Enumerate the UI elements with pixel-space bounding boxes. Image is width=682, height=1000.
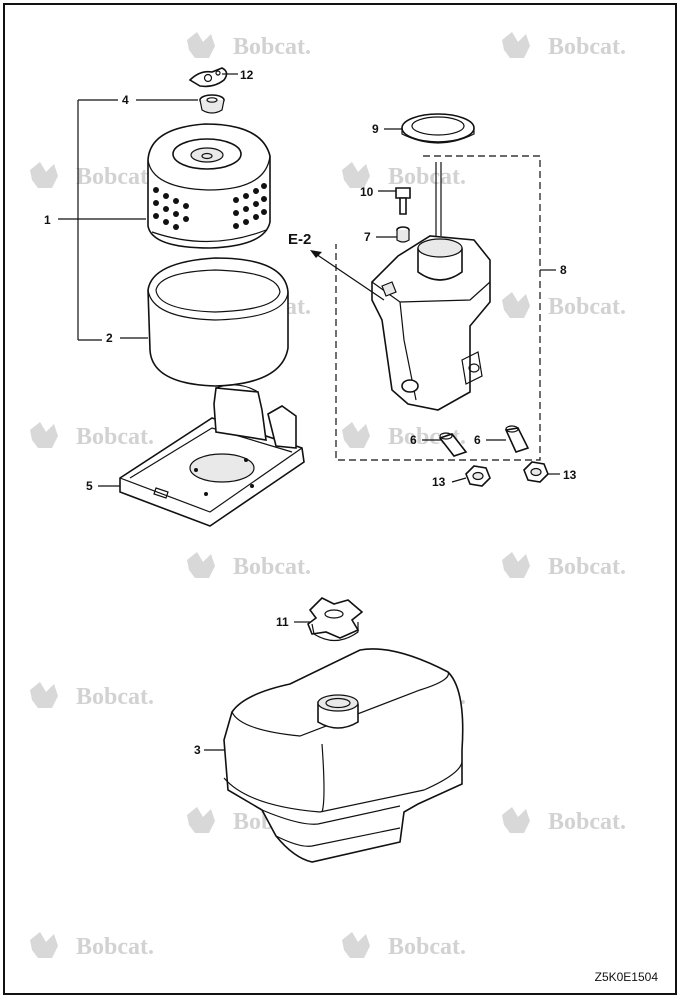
part-7-collar [396, 226, 410, 243]
part-5-base [119, 384, 305, 527]
callout-3: 3 [194, 743, 201, 757]
svg-text:Bobcat.: Bobcat. [548, 34, 626, 60]
svg-text:Bobcat.: Bobcat. [388, 934, 466, 960]
part-10-bolt [395, 187, 411, 215]
watermark: Bobcat. [30, 682, 154, 710]
watermark: Bobcat. [502, 32, 626, 60]
watermark: Bobcat. [502, 807, 626, 835]
callout-8: 8 [560, 263, 567, 277]
svg-text:Bobcat.: Bobcat. [548, 554, 626, 580]
part-13-nut-left [465, 465, 491, 487]
callout-13-left: 13 [432, 475, 446, 489]
callout-6-left: 6 [410, 433, 417, 447]
watermark: Bobcat. [30, 422, 154, 450]
svg-text:Bobcat.: Bobcat. [388, 164, 466, 190]
svg-text:Bobcat.: Bobcat. [548, 809, 626, 835]
watermark: Bobcat. [30, 162, 154, 190]
svg-text:Bobcat.: Bobcat. [76, 424, 154, 450]
callout-6-right: 6 [474, 433, 481, 447]
part-8-group-bracket [335, 155, 541, 461]
callout-12: 12 [240, 68, 254, 82]
callout-4: 4 [122, 93, 129, 107]
svg-text:Bobcat.: Bobcat. [76, 684, 154, 710]
leader-lines [58, 73, 560, 751]
callout-10: 10 [360, 185, 374, 199]
section-ref-e2: E-2 [288, 231, 311, 248]
callout-11: 11 [276, 615, 289, 629]
part-6-stud-right [504, 425, 530, 453]
part-12-wing-nut [188, 67, 228, 88]
callout-13-right: 13 [563, 468, 577, 482]
svg-text:Bobcat.: Bobcat. [233, 34, 311, 60]
svg-text:Bobcat.: Bobcat. [548, 294, 626, 320]
part-6-stud-left [438, 432, 468, 457]
diagram-frame [3, 3, 677, 995]
callout-5: 5 [86, 479, 93, 493]
watermark: Bobcat. [187, 32, 311, 60]
callout-7: 7 [364, 230, 371, 244]
part-8-case [371, 162, 491, 411]
watermark: Bobcat. [342, 162, 466, 190]
part-2-foam-filter [147, 257, 289, 387]
svg-text:Bobcat.: Bobcat. [233, 554, 311, 580]
watermark: Bobcat. [30, 932, 154, 960]
watermark: Bobcat. [502, 552, 626, 580]
svg-text:Bobcat.: Bobcat. [76, 164, 154, 190]
part-1-filter-element [147, 123, 271, 249]
svg-text:Bobcat.: Bobcat. [76, 934, 154, 960]
watermark: Bobcat. [502, 292, 626, 320]
part-3-fuel-tank [223, 648, 464, 863]
callout-labels: 1 2 3 4 5 6 6 7 8 9 10 11 12 13 13 E-2 [44, 68, 577, 757]
part-11-fuel-cap [307, 597, 364, 642]
callout-1: 1 [44, 213, 51, 227]
drawing-code: Z5K0E1504 [594, 970, 658, 984]
callout-9: 9 [372, 122, 379, 136]
part-13-nut-right [523, 461, 549, 483]
part-9-seal [401, 113, 475, 144]
part-4-grommet [199, 94, 225, 114]
callout-2: 2 [106, 331, 113, 345]
watermark: Bobcat. [342, 932, 466, 960]
watermark: Bobcat. [187, 552, 311, 580]
